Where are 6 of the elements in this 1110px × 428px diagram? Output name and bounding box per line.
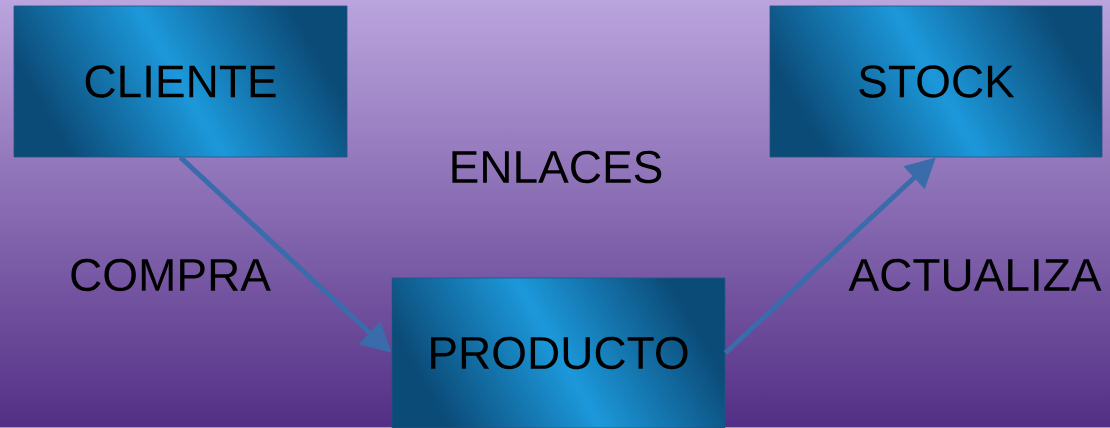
edge-label: ACTUALIZA: [848, 258, 1102, 292]
process-box: CLIENTE: [13, 5, 348, 158]
process-box: PRODUCTO: [391, 277, 726, 428]
title: ENLACES: [452, 150, 662, 184]
process-box: STOCK: [769, 5, 1103, 158]
edge-label: COMPRA: [71, 258, 271, 292]
